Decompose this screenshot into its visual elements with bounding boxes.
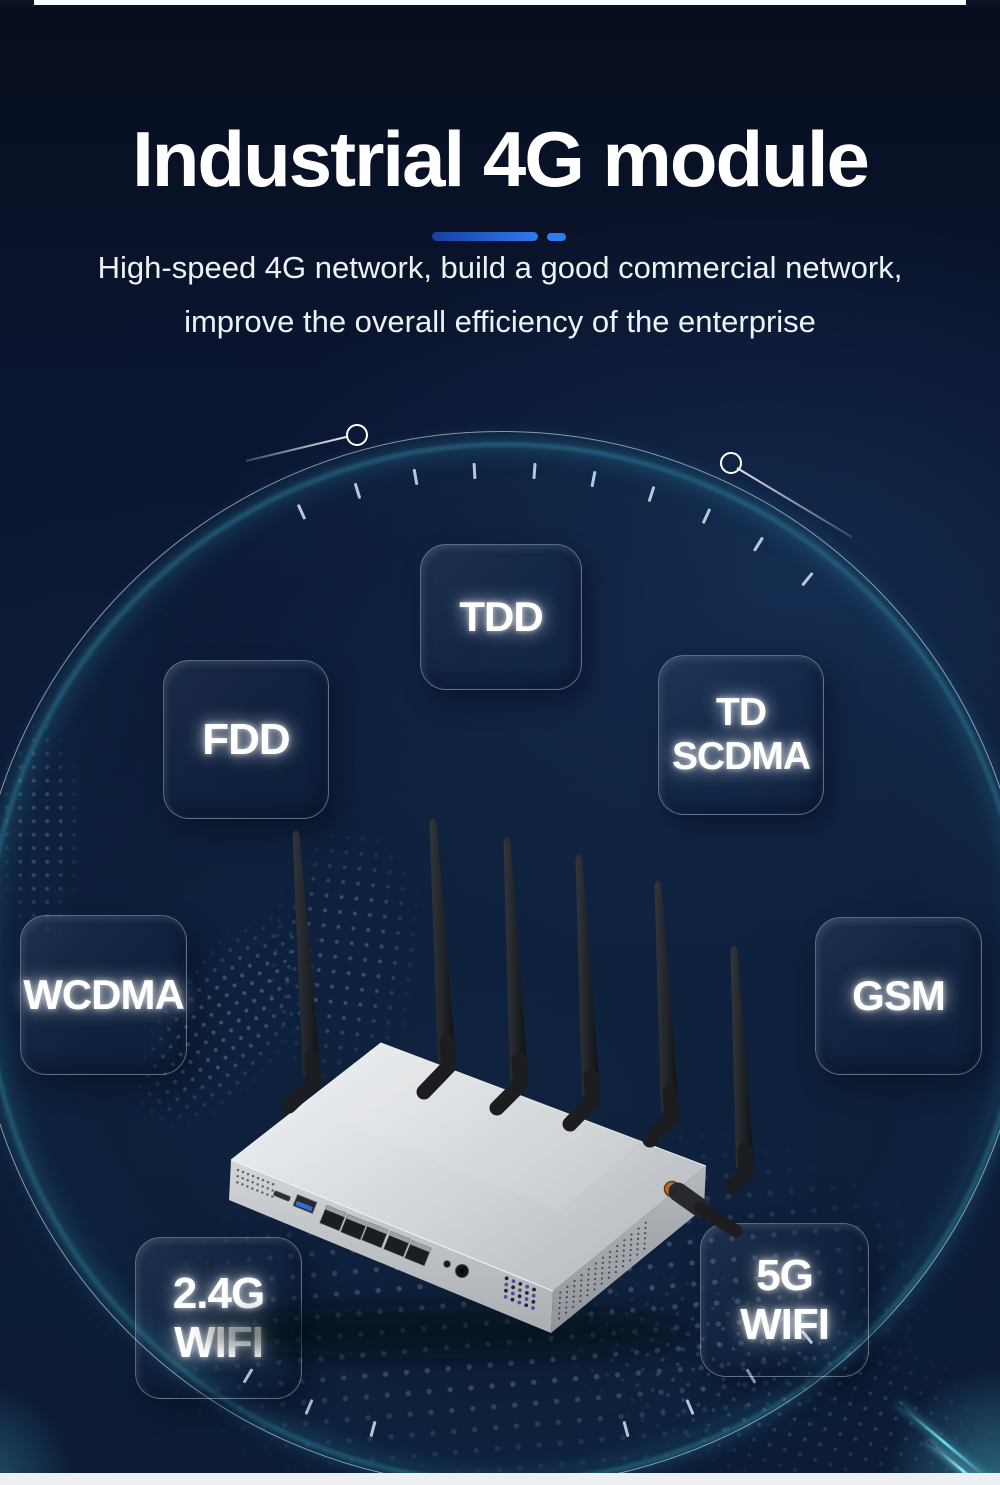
antenna — [503, 837, 528, 1080]
router-top-sheen — [340, 1058, 640, 1212]
lan-port — [383, 1230, 411, 1258]
lan-port — [361, 1221, 389, 1249]
lan-ports — [319, 1204, 432, 1267]
sim-slot — [273, 1190, 291, 1202]
top-border-cap — [966, 0, 1000, 5]
corner-glow — [0, 1388, 84, 1485]
bottom-border — [0, 1473, 1000, 1485]
antenna-elbows — [281, 1034, 680, 1148]
reset-button — [443, 1260, 451, 1268]
router-shadow — [205, 1305, 685, 1359]
feature-label: GSM — [852, 972, 946, 1020]
feature-label: TD — [716, 691, 767, 735]
decor-node-right — [720, 452, 742, 474]
feature-box-tdd: TDD — [420, 544, 582, 690]
feature-box-24g-wifi: 2.4G WIFI — [135, 1237, 302, 1399]
feature-box-gsm: GSM — [815, 917, 982, 1075]
top-border-cap — [0, 0, 34, 5]
corner-glow — [878, 1358, 1000, 1485]
subtitle-line-2: improve the overall efficiency of the en… — [184, 304, 816, 339]
lan-port — [404, 1239, 432, 1267]
feature-label: WIFI — [740, 1300, 830, 1349]
title-underline-dash — [432, 232, 538, 241]
feature-label: 5G — [756, 1250, 814, 1300]
antenna — [292, 830, 321, 1078]
antenna — [575, 854, 600, 1096]
feature-label: 2.4G — [172, 1268, 265, 1318]
feature-box-wcdma: WCDMA — [20, 915, 187, 1075]
feature-box-5g-wifi: 5G WIFI — [700, 1223, 869, 1377]
subtitle-line-1: High-speed 4G network, build a good comm… — [97, 250, 903, 285]
antenna — [654, 880, 679, 1112]
title-underline-dot — [547, 233, 566, 241]
router-edge-highlight — [230, 1042, 707, 1167]
side-antenna — [693, 1201, 743, 1238]
router-antennas — [292, 818, 754, 1194]
router-vents — [236, 1168, 647, 1320]
decor-node-left — [346, 424, 368, 446]
decor-circle-outline — [0, 431, 1000, 1485]
feature-label: WCDMA — [23, 971, 185, 1019]
router-top-face — [231, 1043, 706, 1291]
antenna-elbow — [724, 1142, 754, 1194]
feature-label: TDD — [459, 593, 543, 641]
router-side-face — [551, 1166, 706, 1333]
antenna — [730, 945, 754, 1168]
feature-box-td-scdma: TD SCDMA — [658, 655, 824, 815]
antenna — [429, 818, 456, 1062]
particle-field — [0, 720, 80, 940]
lan-port — [340, 1213, 368, 1241]
router-image — [205, 818, 754, 1359]
feature-label: FDD — [202, 714, 290, 764]
power-jack-pin — [460, 1269, 464, 1273]
lan-port — [319, 1204, 347, 1232]
feature-label: SCDMA — [672, 735, 811, 778]
usb-port — [292, 1194, 318, 1214]
top-border — [0, 0, 1000, 5]
router-front-edge — [230, 1159, 554, 1292]
page-title: Industrial 4G module — [132, 115, 870, 203]
feature-box-fdd: FDD — [163, 660, 329, 819]
